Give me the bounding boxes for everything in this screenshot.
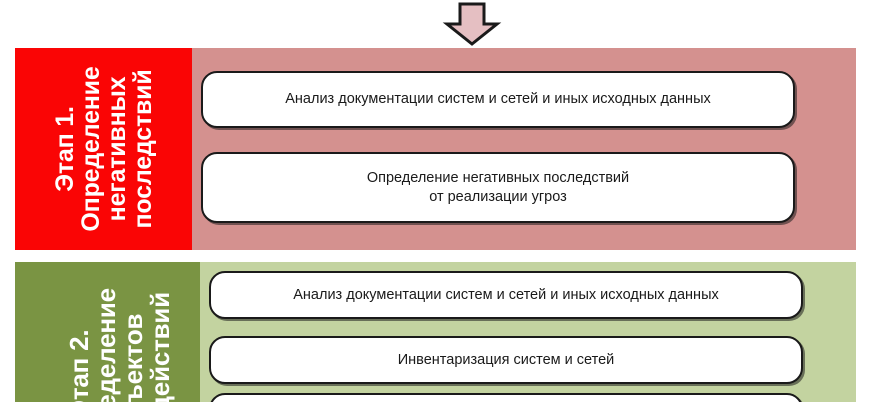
stage-2-label-line-3: объектов — [117, 313, 148, 402]
stage-1-label-line-4: последствий — [128, 69, 157, 229]
flow-down-arrow — [437, 2, 507, 46]
stage-2-step-box-1-text: Анализ документации систем и сетей и ины… — [283, 286, 728, 304]
stage-2-step-box-2-line-1: Инвентаризация систем и сетей — [397, 351, 615, 368]
stage-2-label-line-2: Определение — [90, 288, 121, 402]
stage-1-step-box-2-text: Определение негативных последствий от ре… — [357, 169, 639, 205]
stage-1-label: Этап 1. Определение негативных последств… — [15, 48, 192, 250]
stage-1-label-text: Этап 1. Определение негативных последств… — [50, 49, 157, 249]
stage-1-label-line-2: Определение — [76, 66, 105, 232]
stage-1-step-box-2[interactable]: Определение негативных последствий от ре… — [201, 152, 795, 223]
stage-2-step-box-1[interactable]: Анализ документации систем и сетей и ины… — [209, 271, 803, 319]
stage-2-step-box-3[interactable] — [209, 393, 803, 402]
stage-2-label-line-4: воздействий — [144, 292, 175, 402]
stage-1-step-box-1[interactable]: Анализ документации систем и сетей и ины… — [201, 71, 795, 128]
stage-2-label: Этап 2. Определение объектов воздействий — [15, 262, 200, 402]
stage-2-label-text: Этап 2. Определение объектов воздействий — [63, 264, 175, 402]
stage-1-step-box-2-line-2: от реализации угроз — [429, 188, 567, 205]
stage-1-label-line-1: Этап 1. — [50, 106, 79, 192]
stage-2-step-box-2-text: Инвентаризация систем и сетей — [388, 351, 625, 369]
stage-2-steps: Анализ документации систем и сетей и ины… — [200, 262, 856, 402]
stage-1-step-box-2-line-1: Определение негативных последствий — [366, 170, 630, 187]
stage-1-step-box-1-line-1: Анализ документации систем и сетей и ины… — [285, 91, 711, 108]
down-arrow-icon — [442, 2, 502, 46]
stage-1-steps: Анализ документации систем и сетей и ины… — [192, 48, 856, 250]
stage-1-label-line-3: негативных — [102, 76, 131, 222]
stage-2-band: Этап 2. Определение объектов воздействий… — [15, 262, 856, 402]
stage-2-step-box-2[interactable]: Инвентаризация систем и сетей — [209, 336, 803, 384]
stage-2-step-box-1-line-1: Анализ документации систем и сетей и ины… — [293, 286, 719, 303]
stage-1-step-box-1-text: Анализ документации систем и сетей и ины… — [275, 90, 720, 108]
stage-2-label-line-1: Этап 2. — [63, 329, 94, 402]
stage-1-band: Этап 1. Определение негативных последств… — [15, 48, 856, 250]
